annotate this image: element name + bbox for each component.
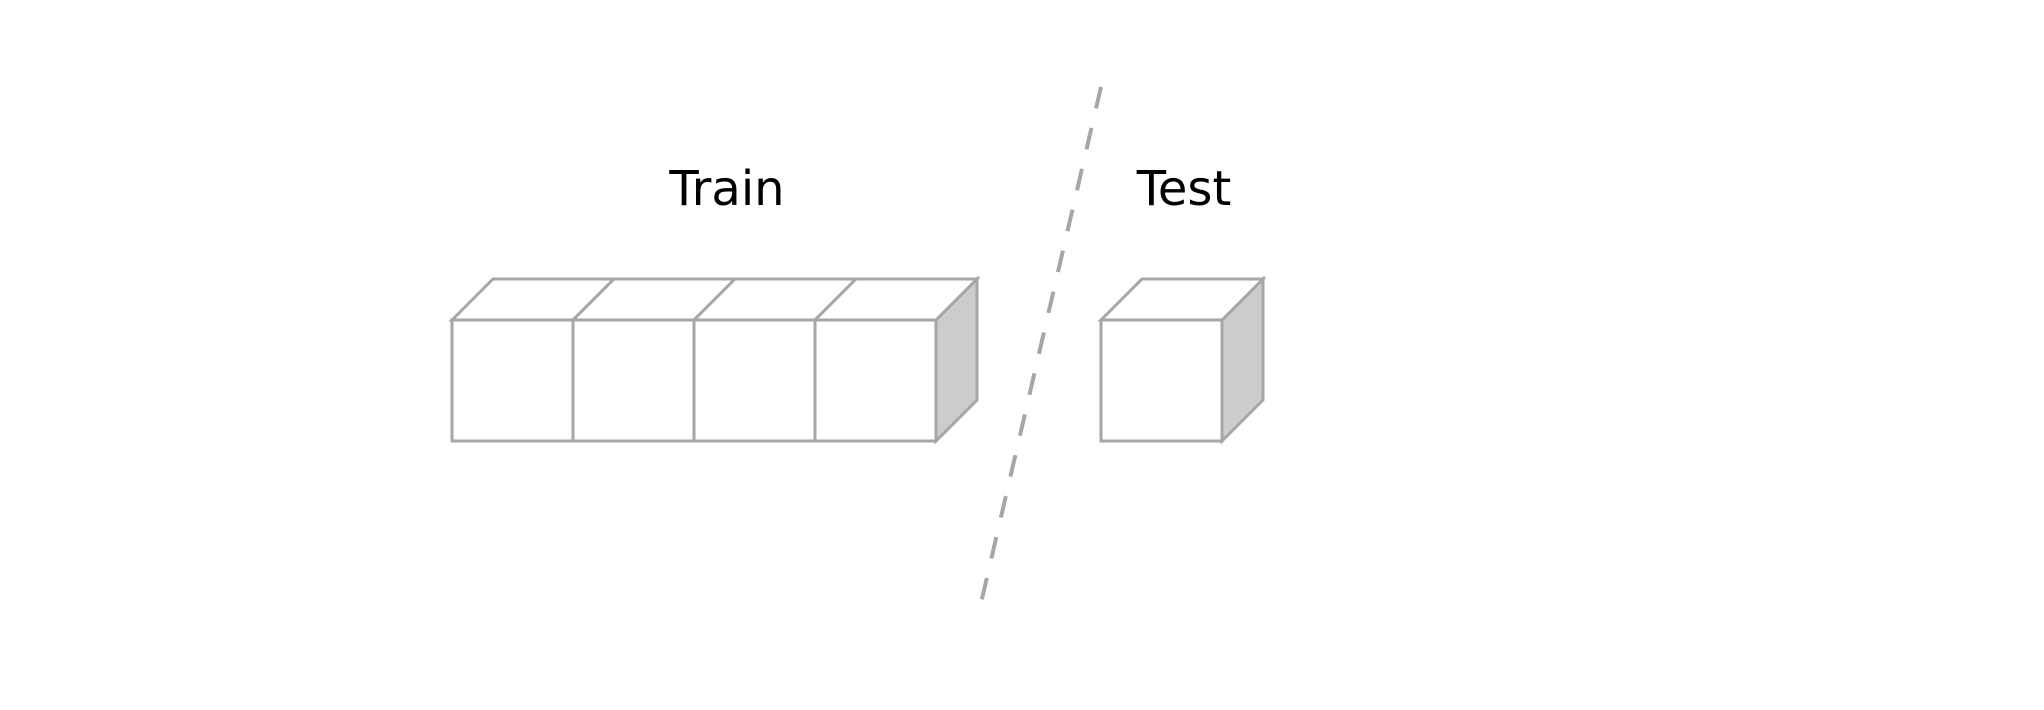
test-block-1 <box>1099 318 1224 443</box>
split-divider-line <box>979 86 1103 604</box>
train-block-1 <box>450 318 575 443</box>
train-blocks <box>448 275 981 445</box>
train-block-4 <box>813 318 938 443</box>
test-blocks <box>1097 275 1267 445</box>
train-block-3 <box>692 318 817 443</box>
train-label: Train <box>668 161 784 217</box>
test-label: Test <box>1136 161 1232 217</box>
train-block-2 <box>571 318 696 443</box>
